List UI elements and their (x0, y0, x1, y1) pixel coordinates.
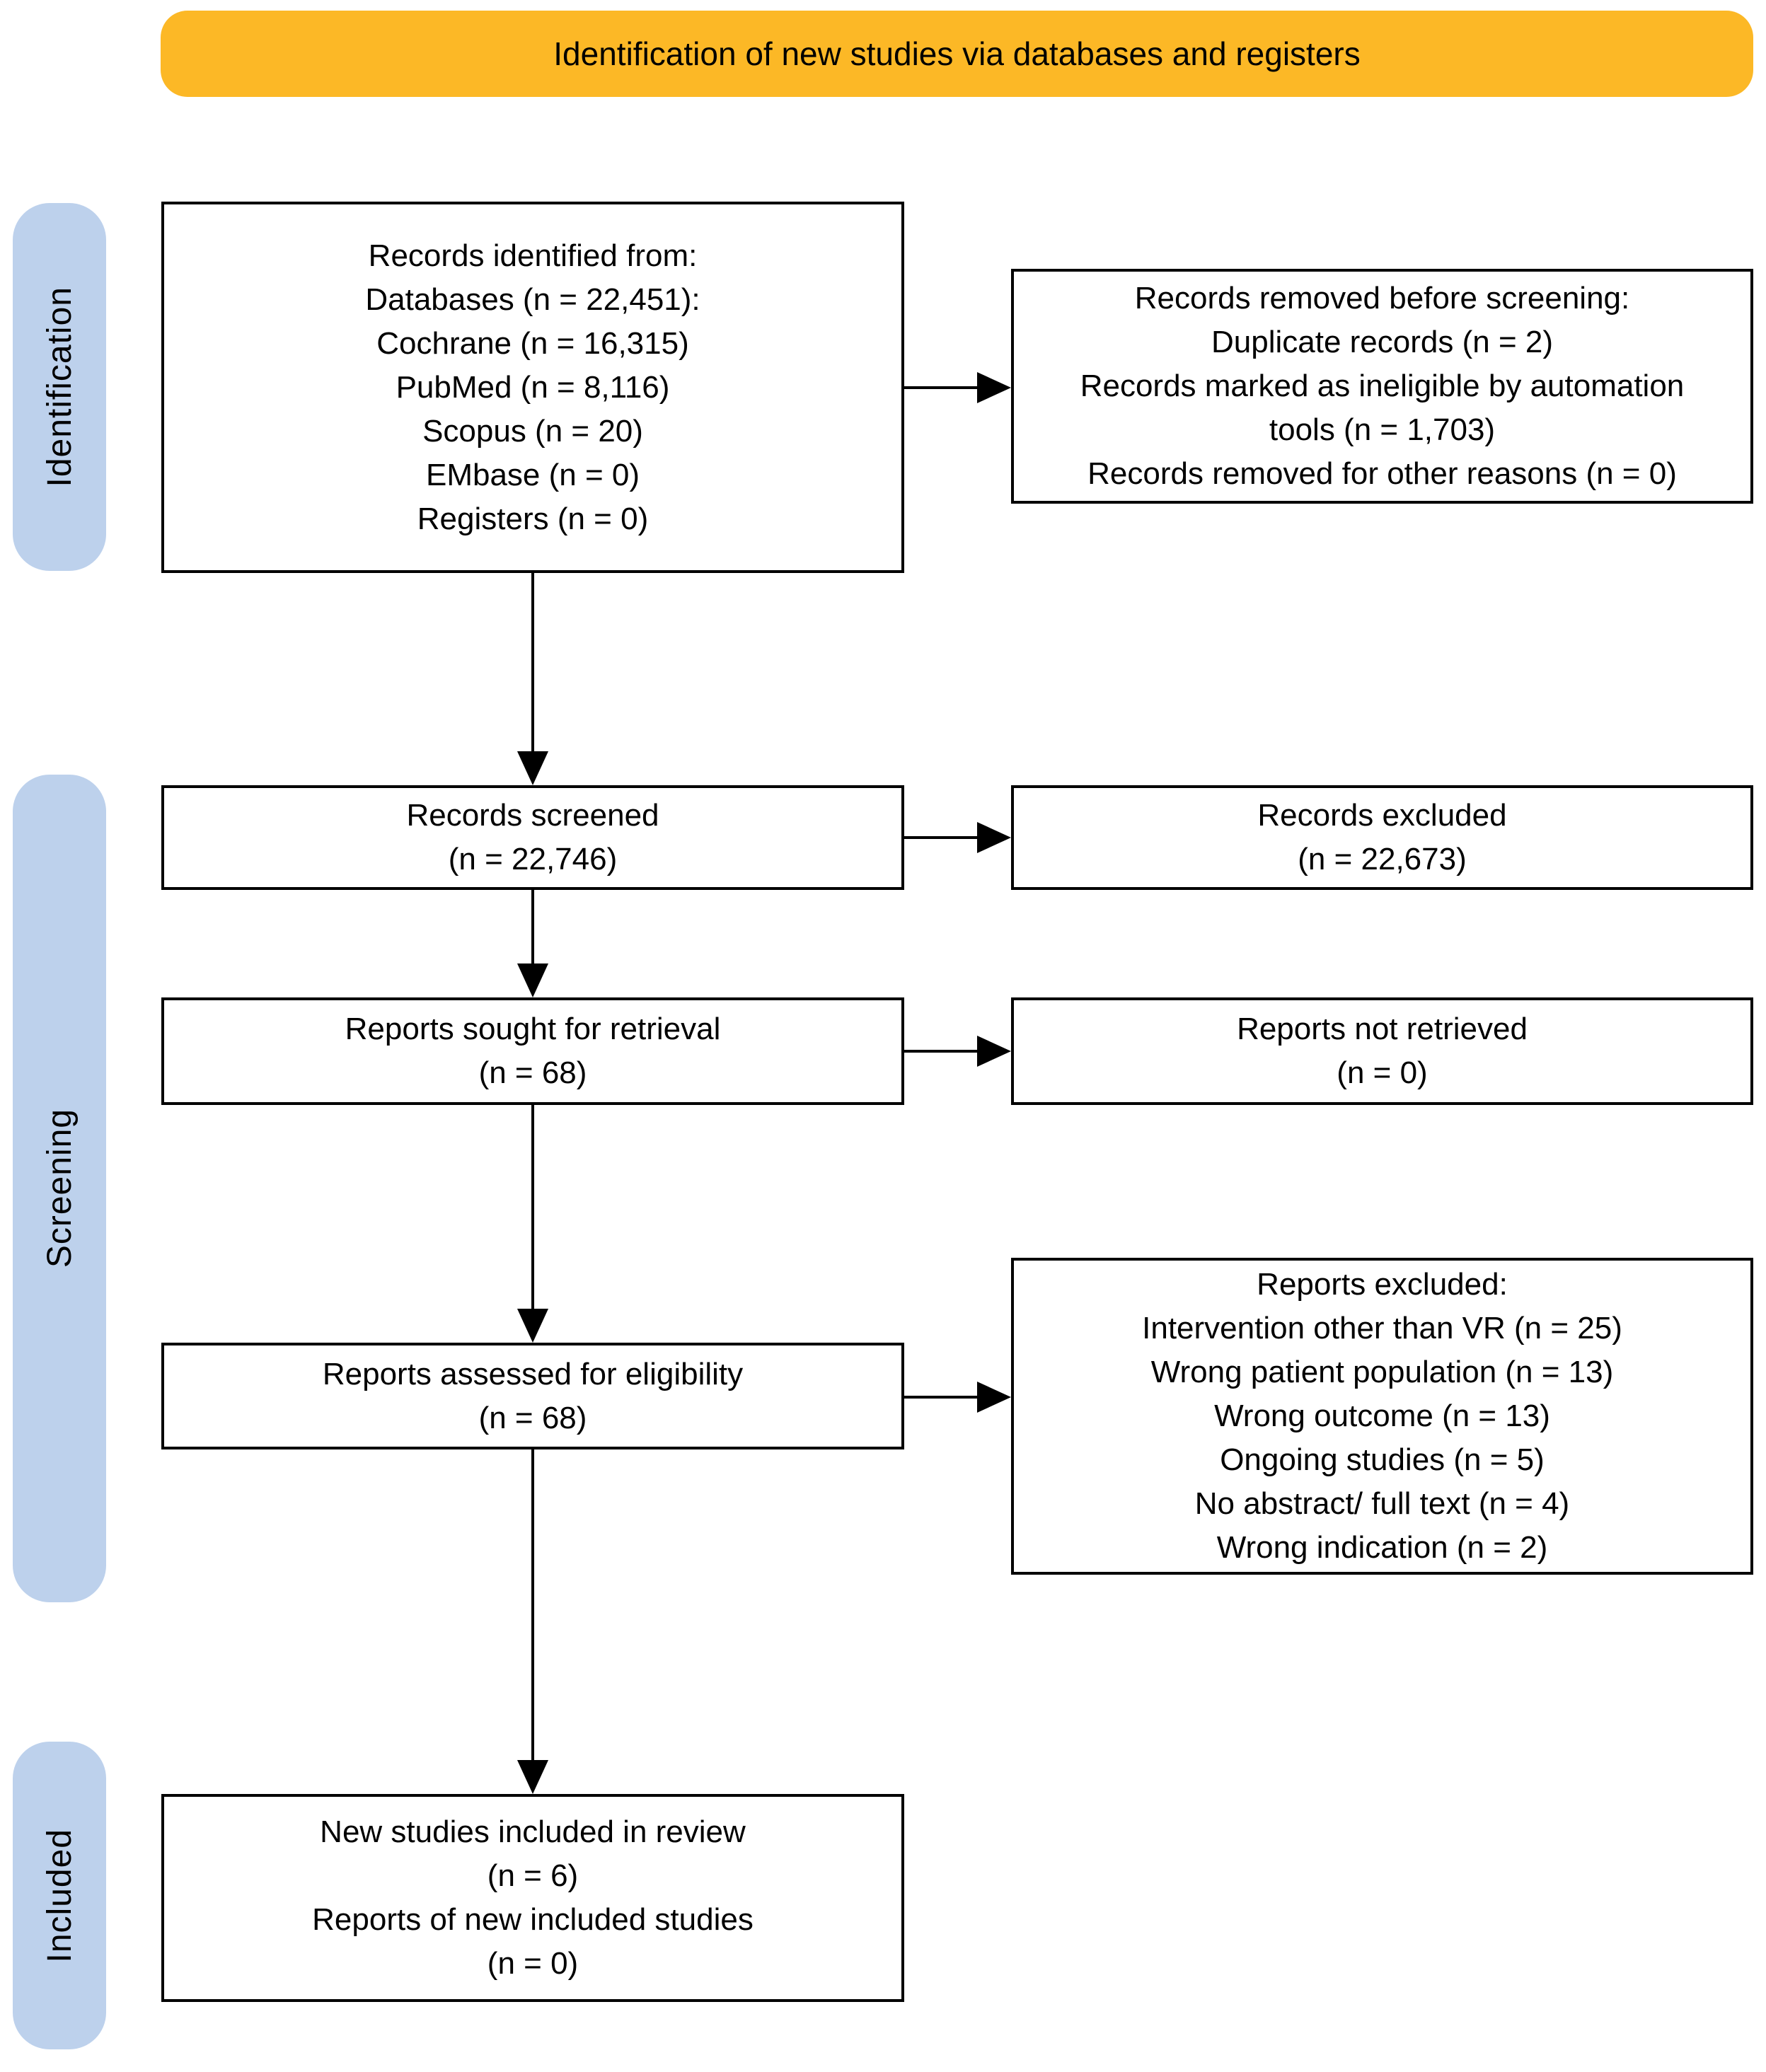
box-records-screened: Records screened (n = 22,746) (161, 785, 904, 890)
arrowhead-down-icon (517, 1309, 548, 1343)
box-reports-excluded: Reports excluded: Intervention other tha… (1011, 1258, 1753, 1575)
stage-label-included: Included (40, 1828, 79, 1963)
arrowhead-right-icon (977, 1036, 1011, 1067)
arrowhead-down-icon (517, 751, 548, 785)
box-line: Reports not retrieved (1237, 1012, 1528, 1046)
box-line: (n = 0) (1337, 1055, 1428, 1090)
arrow-line-assessed-to-included (531, 1449, 534, 1760)
arrow-line-sought-to-assessed (531, 1105, 534, 1309)
box-line: (n = 6) (487, 1858, 579, 1893)
box-line: Intervention other than VR (n = 25) (1142, 1311, 1622, 1345)
box-line: New studies included in review (320, 1815, 746, 1849)
stage-pill-identification: Identification (13, 203, 106, 571)
box-line: Wrong patient population (n = 13) (1150, 1355, 1614, 1389)
arrowhead-down-icon (517, 1760, 548, 1794)
box-line: tools (n = 1,703) (1269, 412, 1496, 447)
box-line: EMbase (n = 0) (425, 457, 640, 492)
box-new-studies-included: New studies included in review (n = 6) R… (161, 1794, 904, 2002)
arrow-line-identified-to-removed (904, 386, 977, 389)
box-reports-not-retrieved: Reports not retrieved (n = 0) (1011, 997, 1753, 1105)
box-line: (n = 22,673) (1298, 842, 1467, 876)
stage-pill-included: Included (13, 1742, 106, 2049)
box-line: Wrong outcome (n = 13) (1214, 1399, 1550, 1433)
box-line: (n = 22,746) (448, 842, 618, 876)
box-records-identified: Records identified from: Databases (n = … (161, 202, 904, 573)
arrowhead-right-icon (977, 372, 1011, 403)
box-line: Records screened (406, 798, 659, 833)
stage-pill-screening: Screening (13, 775, 106, 1602)
box-records-removed: Records removed before screening: Duplic… (1011, 269, 1753, 504)
box-line: Reports assessed for eligibility (322, 1356, 744, 1391)
box-line: PubMed (n = 8,116) (396, 369, 670, 405)
box-line: Scopus (n = 20) (422, 413, 643, 448)
arrowhead-down-icon (517, 963, 548, 997)
box-line: Records removed before screening: (1134, 281, 1630, 316)
box-line: Reports of new included studies (312, 1902, 754, 1937)
box-line: Registers (n = 0) (417, 501, 649, 536)
box-line: No abstract/ full text (n = 4) (1194, 1486, 1570, 1521)
arrow-line-sought-to-not-retrieved (904, 1050, 977, 1053)
box-line: Ongoing studies (n = 5) (1220, 1442, 1545, 1477)
box-line: Duplicate records (n = 2) (1211, 325, 1553, 359)
box-line: Databases (n = 22,451): (365, 282, 700, 317)
box-line: Records removed for other reasons (n = 0… (1087, 456, 1677, 491)
box-line: Records excluded (1257, 798, 1507, 833)
arrow-line-identified-to-screened (531, 573, 534, 751)
arrowhead-right-icon (977, 1382, 1011, 1413)
banner-identification-new-studies: Identification of new studies via databa… (161, 11, 1753, 97)
box-reports-assessed: Reports assessed for eligibility (n = 68… (161, 1343, 904, 1449)
box-line: Reports sought for retrieval (345, 1012, 721, 1046)
arrowhead-right-icon (977, 822, 1011, 853)
box-line: (n = 0) (487, 1946, 579, 1981)
banner-label: Identification of new studies via databa… (553, 35, 1361, 72)
box-line: Cochrane (n = 16,315) (376, 325, 689, 361)
stage-label-identification: Identification (40, 287, 79, 487)
box-line: (n = 68) (478, 1400, 587, 1435)
box-line: Reports excluded: (1257, 1267, 1508, 1302)
arrow-line-screened-to-excluded (904, 836, 977, 839)
arrow-line-assessed-to-reports-excluded (904, 1396, 977, 1399)
box-line: Records marked as ineligible by automati… (1080, 369, 1685, 403)
box-records-excluded: Records excluded (n = 22,673) (1011, 785, 1753, 890)
box-line: Wrong indication (n = 2) (1216, 1530, 1548, 1565)
box-line: Records identified from: (368, 238, 698, 273)
arrow-line-screened-to-sought (531, 890, 534, 963)
box-reports-sought: Reports sought for retrieval (n = 68) (161, 997, 904, 1105)
stage-label-screening: Screening (40, 1109, 79, 1268)
box-line: (n = 68) (478, 1055, 587, 1090)
